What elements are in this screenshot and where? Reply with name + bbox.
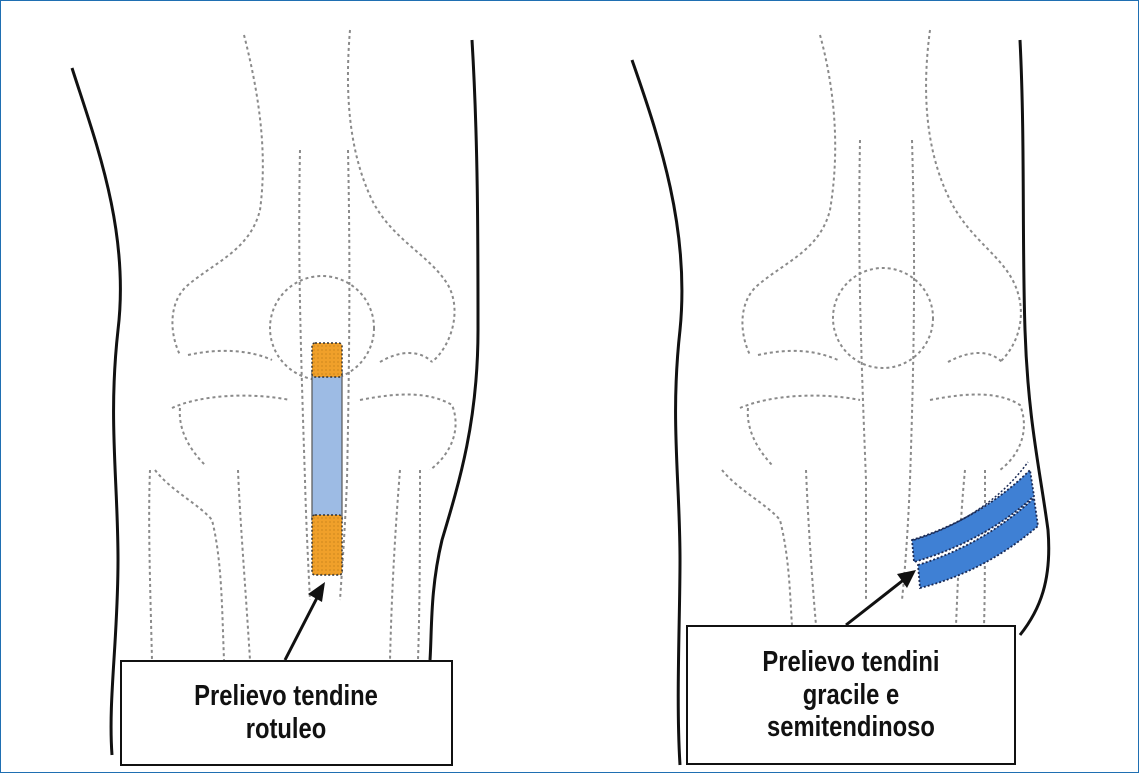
left-pointer-arrow bbox=[285, 582, 325, 660]
right-pointer-arrow bbox=[846, 570, 916, 625]
right-graft-label: Prelievo tendini gracile e semitendinoso bbox=[762, 646, 939, 744]
left-anatomy-dotted bbox=[149, 30, 455, 660]
right-graft-label-box: Prelievo tendini gracile e semitendinoso bbox=[686, 625, 1016, 765]
left-graft-label-box: Prelievo tendine rotuleo bbox=[120, 660, 453, 766]
right-leg-outline-right bbox=[1020, 40, 1049, 635]
patellar-tendon-graft bbox=[312, 343, 342, 575]
left-graft-label: Prelievo tendine rotuleo bbox=[195, 680, 379, 746]
hamstring-tendon-graft bbox=[912, 462, 1038, 588]
graft-tendon-segment bbox=[312, 372, 342, 520]
left-leg-outline-left bbox=[72, 68, 120, 755]
right-leg-outline-left bbox=[632, 60, 682, 765]
left-leg-outline-right bbox=[430, 40, 478, 660]
left-knee-illustration bbox=[72, 30, 478, 755]
